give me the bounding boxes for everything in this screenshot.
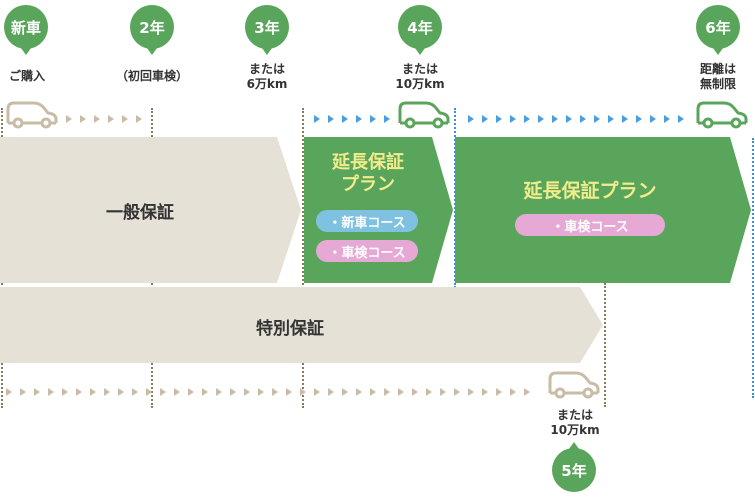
course-badge-new-car: ・新車コース bbox=[316, 210, 418, 232]
divider-3-years bbox=[302, 108, 304, 408]
course-badge-inspection: ・車検コース bbox=[316, 240, 418, 262]
band-general-warranty bbox=[0, 137, 301, 283]
band-special-warranty bbox=[0, 287, 603, 363]
badge-text: 6年 bbox=[705, 18, 731, 37]
milestone-badge-2-years: 2年 bbox=[130, 5, 174, 55]
extended-plan-long-title: 延長保証プラン bbox=[523, 180, 657, 202]
car-icon-4-years bbox=[398, 101, 450, 129]
divider-6-years bbox=[752, 138, 754, 398]
special-warranty-label: 特別保証 bbox=[256, 319, 324, 339]
badge-text: 新車 bbox=[10, 18, 41, 37]
milestone-label-2-years: （初回車検） bbox=[115, 69, 188, 83]
car-icon-6-years bbox=[696, 101, 748, 129]
badge-text: 3年 bbox=[254, 18, 280, 37]
milestone-badge-3-years: 3年 bbox=[245, 5, 289, 55]
progress-arrows-top-blue-1 bbox=[312, 114, 396, 124]
car-icon-purchase bbox=[6, 101, 58, 129]
divider-5-years bbox=[604, 283, 606, 407]
car-icon-5-years bbox=[548, 371, 600, 399]
milestone-badge-6-years: 6年 bbox=[696, 5, 740, 55]
progress-arrows-bottom-beige bbox=[4, 387, 536, 397]
progress-arrows-top-blue-2 bbox=[466, 114, 690, 124]
course-badge-inspection-long: ・車検コース bbox=[515, 214, 665, 236]
badge-text: 5年 bbox=[561, 461, 587, 480]
milestone-label-6-years: 距離は無制限 bbox=[699, 62, 736, 91]
milestone-badge-new-car: 新車 bbox=[4, 5, 48, 55]
badge-text: 4年 bbox=[407, 18, 433, 37]
milestone-badge-5-years: 5年 bbox=[552, 442, 596, 492]
progress-arrows-top-beige bbox=[64, 114, 148, 124]
milestone-label-new-car: ご購入 bbox=[8, 69, 45, 83]
badge-text: 2年 bbox=[139, 18, 165, 37]
milestone-badge-4-years: 4年 bbox=[398, 5, 442, 55]
extended-plan-short-title: 延長保証 プラン bbox=[332, 152, 404, 195]
general-warranty-label: 一般保証 bbox=[106, 203, 174, 223]
band-extended-plan-long bbox=[455, 137, 751, 283]
